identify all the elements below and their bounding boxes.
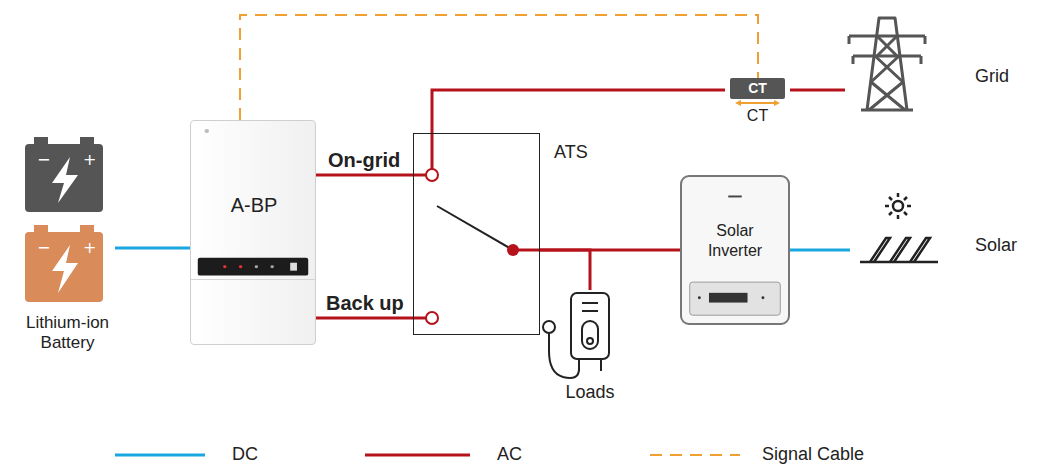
load-heater-icon: Loads — [535, 290, 645, 412]
legend-text: DC — [232, 444, 258, 465]
node-text: Lithium-ion Battery — [8, 313, 127, 354]
svg-text:+: + — [83, 238, 96, 257]
signal-cable — [240, 15, 758, 120]
ct-sensor: CT CT — [725, 78, 790, 130]
tower-drawing — [845, 10, 1035, 115]
port-label: On-grid — [328, 149, 400, 172]
ats-box: ATS — [413, 133, 540, 335]
port-label: Back up — [326, 292, 404, 315]
inverter-details — [191, 121, 315, 344]
node-text: ATS — [554, 142, 588, 164]
svg-text:−: − — [37, 238, 50, 257]
solar-drawing — [850, 190, 1040, 270]
svg-text:−: − — [37, 150, 50, 169]
power-wire — [790, 89, 845, 92]
power-wire — [790, 249, 850, 252]
battery-icon: − + − + Lithium-ion Battery — [20, 135, 115, 370]
node-text: Solar — [975, 235, 1017, 257]
legend-samples — [115, 455, 740, 456]
power-wire — [115, 247, 190, 250]
legend-text: Signal Cable — [762, 444, 864, 465]
hybrid-inverter-box: A-BP — [190, 120, 316, 345]
grid-tower: Grid — [845, 10, 1035, 115]
svg-text:+: + — [83, 150, 96, 169]
node-text: CT — [730, 78, 785, 99]
power-wire — [432, 90, 725, 133]
node-text: A-BP — [191, 193, 317, 217]
node-text: CT — [725, 107, 790, 125]
node-text: Solar Inverter — [697, 221, 773, 261]
node-text: Loads — [535, 382, 645, 404]
solar-inverter-box: Solar Inverter — [680, 175, 790, 325]
node-text: Grid — [975, 66, 1009, 88]
legend-text: AC — [497, 444, 522, 465]
power-wire — [316, 174, 413, 177]
power-wire — [540, 250, 590, 290]
power-wire — [316, 317, 413, 320]
ats-switch — [413, 133, 540, 324]
solar-panel-icon: Solar — [850, 190, 1040, 270]
